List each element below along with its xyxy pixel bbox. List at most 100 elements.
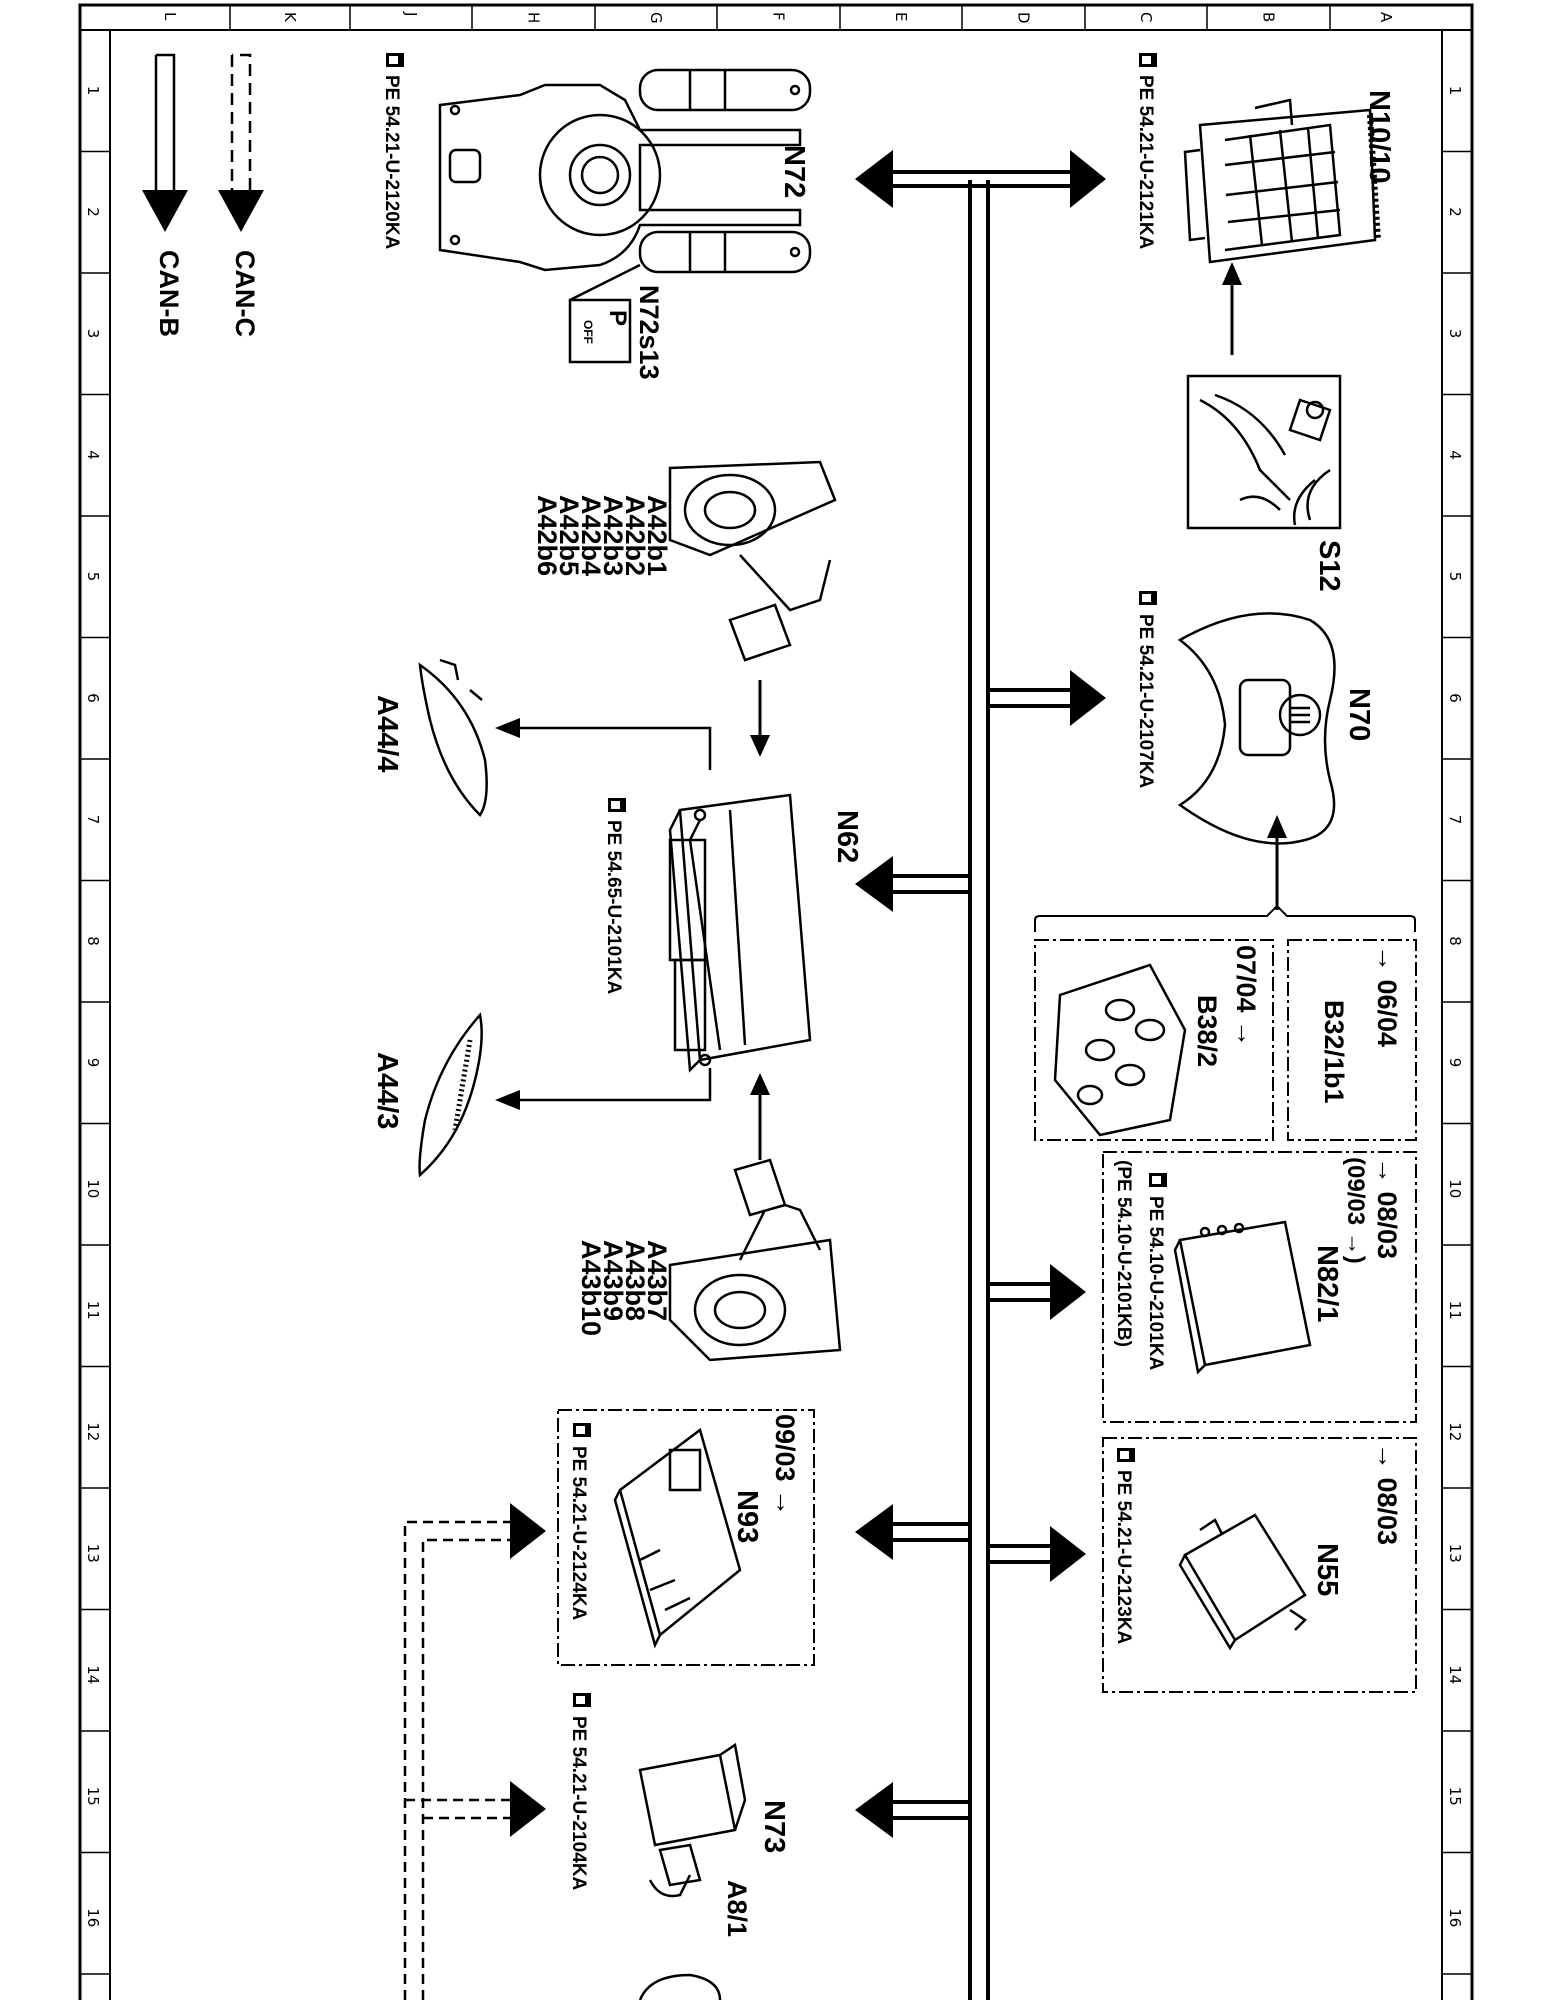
grid-number-right: 11 — [1446, 1301, 1464, 1320]
a44-3-unit — [418, 1012, 483, 1178]
arrow-to-n82-1-icon — [1050, 1264, 1086, 1320]
n72-ref: PE 54.21-U-2120KA — [381, 75, 402, 250]
can-c-arrow-n73-icon — [510, 1781, 546, 1837]
n62-module — [668, 793, 812, 1073]
n93-date-label: 09/03 → — [770, 1414, 800, 1516]
b32-date-label: → 06/04 — [1372, 945, 1402, 1047]
a44-3-label: A44/3 — [371, 1052, 403, 1129]
a43-sensor — [668, 1158, 842, 1362]
n82-note-label: (09/03 →) — [1342, 1157, 1369, 1264]
grid-letter: B — [1260, 12, 1278, 22]
n55-ref: PE 54.21-U-2123KA — [1113, 1470, 1134, 1645]
a43-sensor-label: A43b7 — [642, 1240, 672, 1321]
a8-1-key-partial — [638, 1973, 722, 2000]
s12-label: S12 — [1313, 540, 1345, 592]
n72-overhead-panel — [438, 68, 812, 302]
b32-1b1-label: B32/1b1 — [1319, 1000, 1349, 1104]
grid-letter: G — [647, 12, 665, 24]
n62-label: N62 — [831, 810, 863, 863]
can-bus-lines — [893, 170, 1070, 2000]
a42-sensor-label: A42b4 — [576, 495, 606, 576]
can-c-arrow-n93-icon — [510, 1503, 546, 1559]
grid-number-left: 16 — [84, 1908, 102, 1927]
arrow-to-n55-icon — [1050, 1526, 1086, 1582]
can-b-label: CAN-B — [154, 250, 184, 337]
grid-number-right: 1 — [1446, 86, 1464, 96]
can-b-legend-arrow — [154, 53, 176, 190]
n82-1-label: N82/1 — [1311, 1245, 1343, 1322]
n72s13-label: N72s13 — [634, 285, 664, 380]
grid-number-left: 8 — [84, 936, 102, 946]
grid-number-left: 4 — [84, 450, 102, 460]
grid-letter: J — [402, 11, 420, 16]
grid-number-right: 9 — [1446, 1058, 1464, 1068]
b38-2-label: B38/2 — [1192, 995, 1222, 1067]
bus-arrowheads — [855, 150, 1106, 1838]
n62-output-lines — [520, 726, 712, 1102]
grid-letter: A — [1377, 12, 1395, 23]
n82-1-ref-b: (PE 54.10-U-2101KB) — [1113, 1160, 1134, 1347]
can-c-label: CAN-C — [230, 250, 260, 337]
can-c-links — [403, 1520, 510, 2000]
grid-number-left: 2 — [84, 207, 102, 217]
n73-ref: PE 54.21-U-2104KA — [568, 1716, 589, 1891]
grid-number-left: 11 — [84, 1301, 102, 1320]
grid-number-right: 10 — [1446, 1179, 1464, 1198]
grid-number-right: 3 — [1446, 329, 1464, 339]
grid-number-right: 4 — [1446, 450, 1464, 460]
b32-arrow — [1034, 815, 1416, 932]
arrow-to-n62-icon — [855, 856, 893, 912]
n70-control-panel — [1177, 612, 1336, 845]
grid-number-right: 14 — [1446, 1665, 1464, 1684]
n55-date-label: → 08/03 — [1372, 1443, 1402, 1545]
off-symbol-label: OFF — [581, 320, 595, 344]
n73-label: N73 — [758, 1800, 790, 1853]
legend: CAN-C CAN-B — [142, 53, 264, 337]
grid-number-left: 10 — [84, 1179, 102, 1198]
grid-number-left: 6 — [84, 693, 102, 703]
n93-label: N93 — [731, 1490, 763, 1543]
arrow-to-a44-4-icon — [495, 718, 520, 738]
grid-number-right: 12 — [1446, 1422, 1464, 1441]
arrow-to-n70-icon — [1070, 670, 1106, 726]
grid-number-right: 5 — [1446, 572, 1464, 582]
b38-2-variant-box — [1034, 939, 1274, 1141]
n93-module — [613, 1427, 742, 1649]
grid-number-right: 2 — [1446, 207, 1464, 217]
n72s13-switch-symbol: P OFF — [568, 298, 632, 364]
grid-number-right: 16 — [1446, 1908, 1464, 1927]
a42-arrow — [750, 680, 770, 757]
n70-label: N70 — [1343, 688, 1375, 741]
a8-1-label: A8/1 — [722, 1880, 752, 1937]
a43-sensor-label: A43b10 — [576, 1240, 606, 1336]
grid-number-left: 1 — [84, 86, 102, 96]
a44-4-unit — [418, 658, 488, 817]
n10-10-module — [1183, 98, 1381, 264]
p-symbol-label: P — [604, 310, 631, 326]
grid-number-right: 13 — [1446, 1544, 1464, 1563]
n55-relay — [1178, 1513, 1307, 1651]
a43-sensor-label: A43b8 — [620, 1240, 650, 1321]
n55-label: N55 — [1311, 1543, 1343, 1596]
grid-letter: C — [1137, 12, 1155, 22]
grid-letter: L — [161, 12, 179, 21]
a42-sensor-label: A42b6 — [532, 495, 562, 576]
a42-sensor-label: A42b2 — [620, 495, 650, 576]
n93-ref: PE 54.21-U-2124KA — [568, 1446, 589, 1621]
grid-letter: K — [281, 12, 299, 23]
n72-label: N72 — [778, 145, 810, 198]
n10-10-ref: PE 54.21-U-2121KA — [1135, 75, 1156, 250]
a42-sensor — [668, 460, 837, 662]
a44-4-label: A44/4 — [371, 695, 403, 772]
n73-ignition-switch — [638, 1742, 747, 1898]
n70-ref: PE 54.21-U-2107KA — [1135, 614, 1156, 789]
n82-1-ref-a: PE 54.10-U-2101KA — [1145, 1196, 1166, 1371]
drawing-frame — [78, 3, 1474, 2000]
grid-number-right: 6 — [1446, 693, 1464, 703]
n55-variant-box — [1102, 1437, 1417, 1693]
grid-number-left: 9 — [84, 1058, 102, 1068]
can-c-legend-arrow — [230, 53, 252, 190]
